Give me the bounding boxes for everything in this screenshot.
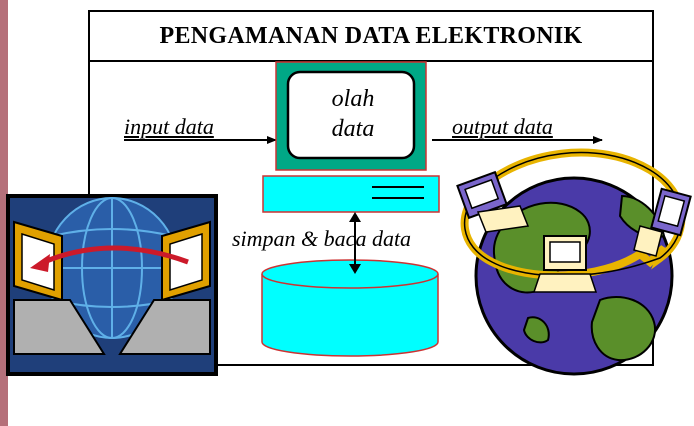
- process-label: olah data: [300, 84, 406, 144]
- input-data-label: input data: [124, 114, 214, 139]
- database-cylinder-icon: [261, 259, 439, 357]
- read-write-arrow: [349, 212, 361, 274]
- diagram-title: PENGAMANAN DATA ELEKTRONIK: [159, 22, 583, 49]
- monitor-icon: [275, 61, 427, 171]
- process-label-line2: data: [331, 116, 375, 142]
- computer-unit-icon: [262, 175, 440, 213]
- slide-accent-strip: [0, 0, 8, 426]
- title-bar: PENGAMANAN DATA ELEKTRONIK: [90, 12, 652, 62]
- output-data-label: output data: [452, 114, 553, 139]
- storage-label: simpan & baca data: [232, 226, 412, 251]
- process-label-line1: olah: [331, 86, 375, 112]
